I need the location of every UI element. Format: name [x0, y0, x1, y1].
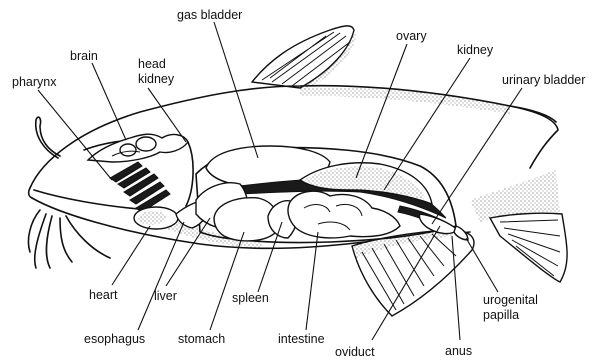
head-region — [84, 134, 193, 212]
intestine-shape — [288, 191, 400, 238]
label-spleen: spleen — [232, 291, 269, 305]
label-urogenital-papilla-line1: urogenital — [483, 293, 538, 307]
label-intestine: intestine — [278, 332, 325, 346]
label-heart: heart — [89, 288, 118, 302]
pharynx-gill-slits — [110, 162, 170, 212]
label-ovary: ovary — [396, 29, 427, 43]
label-head-kidney-line1: head — [138, 57, 166, 71]
label-pharynx: pharynx — [12, 75, 57, 89]
label-urinary-bladder: urinary bladder — [502, 73, 585, 87]
label-oviduct: oviduct — [335, 345, 375, 359]
label-liver: liver — [154, 289, 177, 303]
label-gas-bladder: gas bladder — [177, 8, 242, 22]
label-esophagus: esophagus — [84, 332, 145, 346]
label-brain: brain — [70, 49, 98, 63]
caudal-fin — [490, 213, 567, 282]
label-head-kidney-line2: kidney — [138, 72, 175, 86]
label-kidney: kidney — [457, 43, 494, 57]
label-anus: anus — [445, 344, 472, 358]
brain-shape — [88, 134, 188, 162]
label-stomach: stomach — [178, 332, 225, 346]
label-urogenital-papilla-line2: papilla — [483, 308, 519, 322]
